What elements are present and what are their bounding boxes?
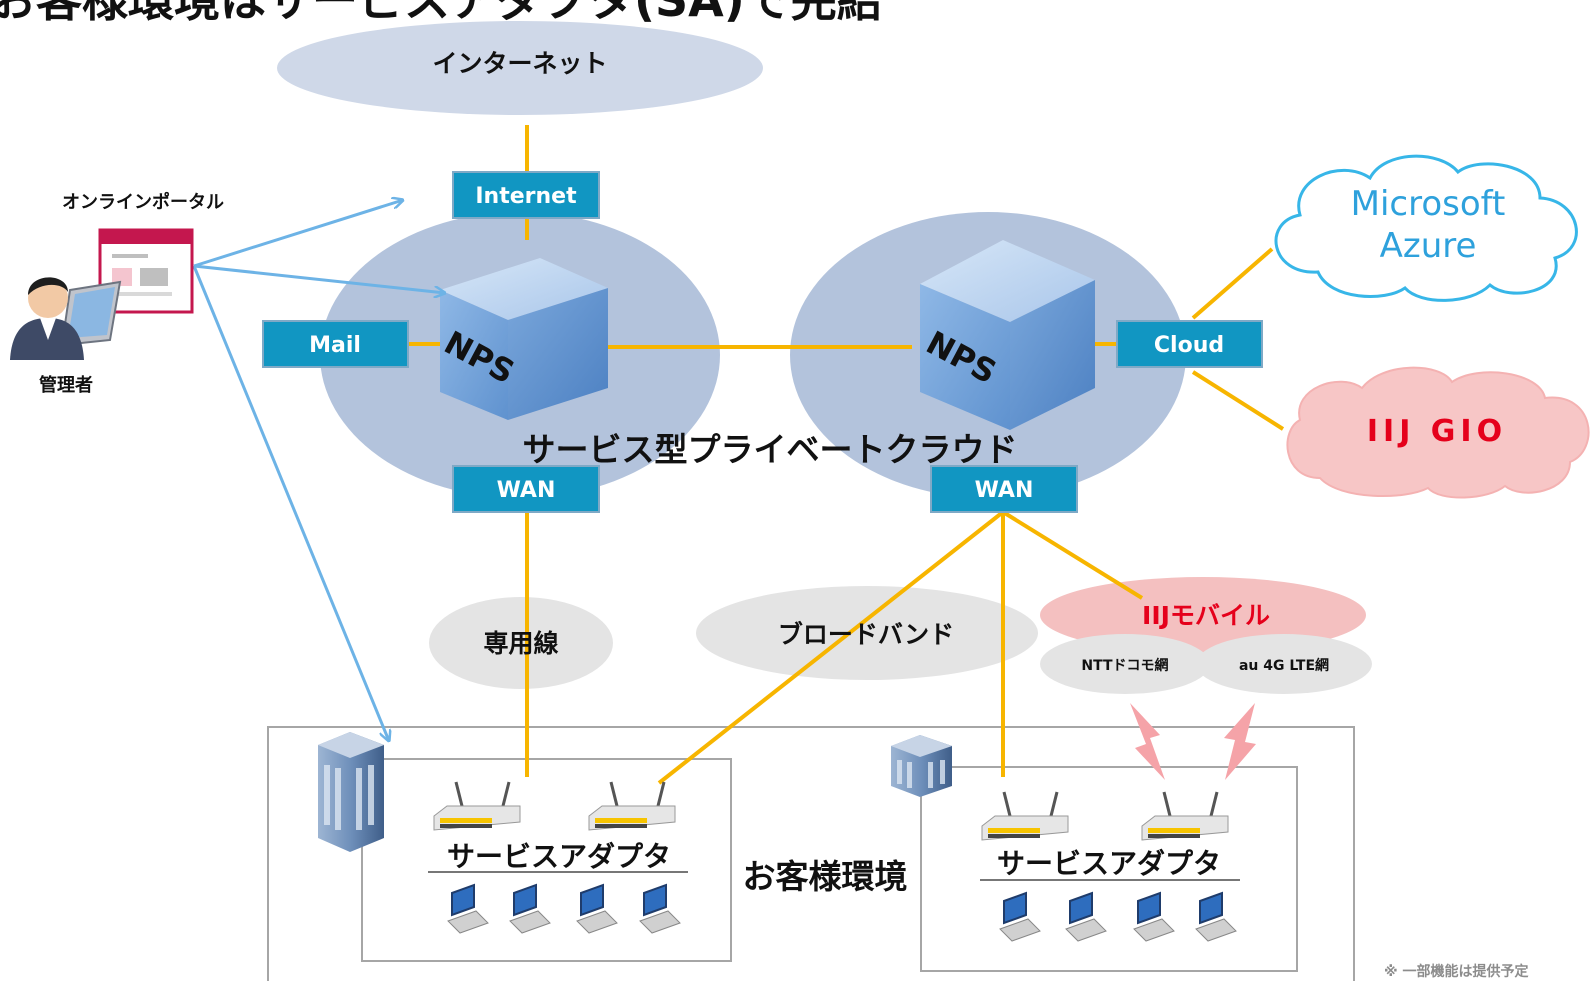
ntt-label: NTTドコモ網 (1081, 657, 1168, 674)
portal-arrows (192, 200, 445, 741)
au-bubble (1196, 634, 1372, 694)
private-cloud-label: サービス型プライベートクラウド (523, 430, 1018, 469)
broadband-bubble (696, 586, 1038, 680)
azure-label-line2: Azure (1380, 226, 1477, 266)
iij-gio-cloud: IIJ GIO (1286, 366, 1590, 499)
site-right-frame (920, 766, 1298, 972)
iij-gio-label: IIJ GIO (1367, 414, 1507, 449)
cloud-node-label: Cloud (1154, 333, 1224, 358)
azure-label-line1: Microsoft (1351, 184, 1506, 224)
dedicated-line-bubble (429, 597, 613, 689)
site-left-frame (361, 758, 732, 962)
cloud-node: Cloud (1116, 320, 1263, 368)
au-label: au 4G LTE網 (1239, 657, 1329, 674)
dedicated-line-label: 専用線 (483, 629, 558, 658)
router-icon (981, 791, 1069, 841)
footnote: ※ 一部機能は提供予定 (1384, 963, 1528, 980)
building-right-icon (891, 735, 952, 797)
internet-label: インターネット (432, 49, 607, 78)
building-left-icon (318, 732, 384, 852)
wan-left-node: WAN (452, 465, 600, 513)
mobile-bubble (1040, 577, 1366, 653)
service-adapter-right-label: サービスアダプタ (997, 847, 1221, 880)
internet-cloud: インターネット (277, 21, 763, 115)
mail-node-label: Mail (309, 333, 361, 358)
admin-label: 管理者 (39, 374, 93, 396)
pc-icon (1133, 891, 1175, 942)
portal-label: オンラインポータル (62, 191, 224, 213)
pc-icon (1195, 891, 1237, 942)
pc-icon (509, 883, 551, 934)
customer-env-label: お客様環境 (743, 857, 908, 896)
internet-node: Internet (452, 171, 600, 219)
pc-icon (576, 883, 618, 934)
page-title: お客様環境はサービスアダプタ(SA)で完結 (0, 0, 883, 27)
router-icon (1141, 791, 1229, 841)
internet-node-label: Internet (475, 184, 577, 209)
pc-icon (1065, 891, 1107, 942)
wan-right-node: WAN (930, 465, 1078, 513)
wan-right-label: WAN (975, 478, 1034, 503)
wireless-signal-right (1224, 703, 1256, 780)
ntt-bubble (1040, 634, 1210, 694)
broadband-label: ブロードバンド (778, 620, 954, 649)
nps-left-cube: NPS (438, 258, 608, 420)
nps-right-cube: NPS (920, 240, 1095, 430)
pc-icon (447, 883, 489, 934)
pc-icon (639, 883, 681, 934)
service-adapter-left-label: サービスアダプタ (447, 840, 671, 873)
azure-cloud: Microsoft Azure (1274, 154, 1578, 302)
admin-icon (10, 277, 122, 360)
router-icon (433, 781, 521, 831)
wireless-signal-left (1130, 703, 1165, 780)
wan-left-label: WAN (497, 478, 556, 503)
customer-env-frame (267, 726, 1355, 981)
pc-icon (999, 891, 1041, 942)
mail-node: Mail (262, 320, 409, 368)
router-icon (588, 781, 676, 831)
mobile-label: IIJモバイル (1142, 601, 1270, 630)
connection-lines (407, 125, 1285, 785)
